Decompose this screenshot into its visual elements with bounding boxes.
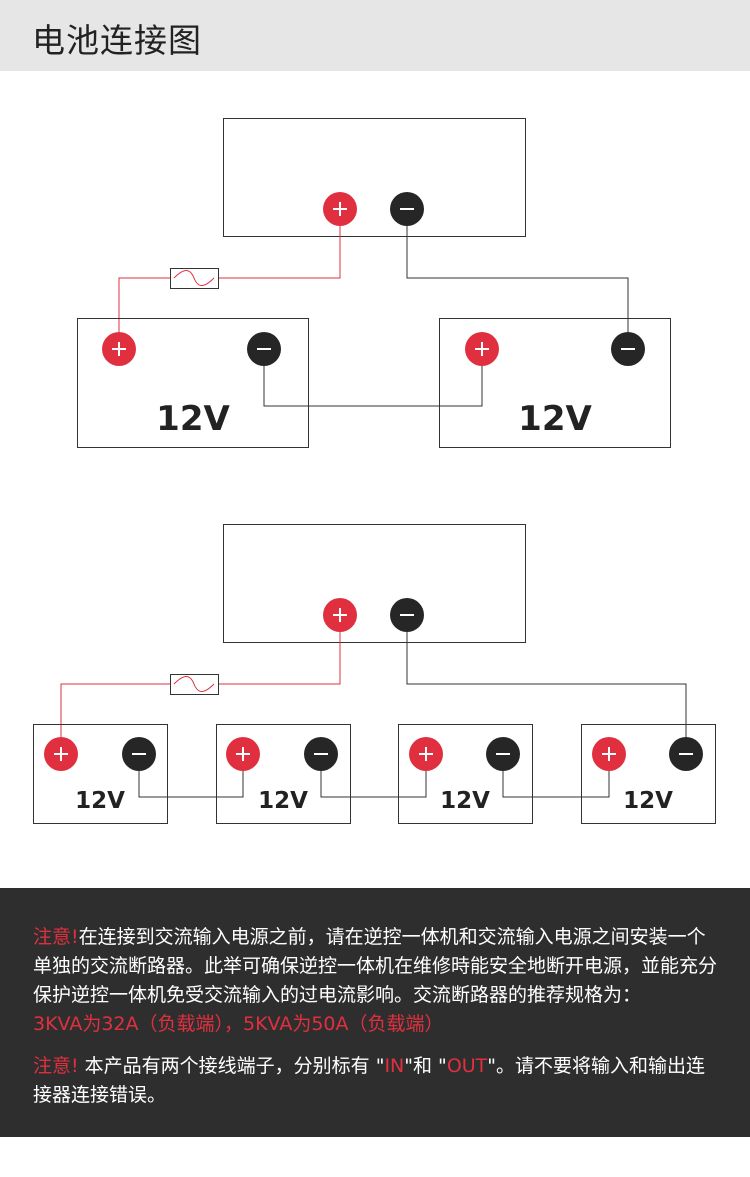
battery-label: 12V: [258, 788, 308, 814]
fuse-wave: [173, 270, 215, 286]
negative-terminal-icon: [669, 737, 703, 771]
note-prefix: 注意!: [33, 1055, 79, 1077]
battery-label: 12V: [518, 399, 592, 439]
positive-terminal-icon: [323, 598, 357, 632]
note-prefix: 注意!: [33, 926, 79, 948]
battery-label: 12V: [623, 788, 673, 814]
negative-terminal-icon: [390, 598, 424, 632]
note-breaker: 注意!在连接到交流输入电源之前，请在逆控一体机和交流输入电源之间安装一个单独的交…: [33, 923, 723, 1039]
inverter-box: [223, 524, 526, 643]
series-link-wire: [263, 349, 483, 407]
positive-terminal-icon: [323, 192, 357, 226]
negative-terminal-icon: [247, 332, 281, 366]
note-body: 在连接到交流输入电源之前，请在逆控一体机和交流输入电源之间安装一个单独的交流断路…: [33, 926, 718, 1006]
out-label: OUT: [446, 1055, 488, 1077]
note-text: "。请不要将输入和输出连接器连接错误。: [33, 1055, 706, 1106]
positive-terminal-icon: [102, 332, 136, 366]
fuse-wave: [173, 676, 215, 692]
positive-terminal-icon: [409, 737, 443, 771]
positive-terminal-icon: [592, 737, 626, 771]
battery-label: 12V: [156, 399, 230, 439]
page-title: 电池连接图: [32, 21, 202, 60]
note-text: "和 ": [404, 1055, 447, 1077]
battery-label: 12V: [440, 788, 490, 814]
positive-wire: [60, 683, 170, 754]
battery-label: 12V: [75, 788, 125, 814]
positive-wire: [218, 209, 341, 279]
positive-terminal-icon: [465, 332, 499, 366]
negative-wire: [406, 615, 687, 754]
positive-terminal-icon: [226, 737, 260, 771]
battery-box: [439, 318, 671, 448]
negative-terminal-icon: [304, 737, 338, 771]
note-terminals: 注意! 本产品有两个接线端子，分别标有 "IN"和 "OUT"。请不要将输入和输…: [33, 1052, 723, 1110]
negative-terminal-icon: [122, 737, 156, 771]
negative-terminal-icon: [486, 737, 520, 771]
positive-wire: [218, 615, 341, 685]
battery-connection-diagrams: 12V 12V: [33, 118, 716, 824]
positive-wire: [118, 277, 170, 349]
negative-terminal-icon: [390, 192, 424, 226]
negative-wire: [406, 209, 629, 349]
battery-box: [216, 724, 351, 824]
battery-box: [581, 724, 716, 824]
battery-box: [398, 724, 533, 824]
diagram-1: 12V 12V: [77, 118, 671, 448]
negative-terminal-icon: [611, 332, 645, 366]
series-link-wire: [502, 754, 610, 798]
header-bar: 电池连接图: [0, 0, 750, 71]
diagram-2: 12V 12V 12V 12V: [33, 524, 716, 824]
battery-box: [33, 724, 168, 824]
notes-panel: 注意!在连接到交流输入电源之前，请在逆控一体机和交流输入电源之间安装一个单独的交…: [0, 888, 750, 1137]
inverter-box: [223, 118, 526, 237]
positive-terminal-icon: [44, 737, 78, 771]
note-spec: 3KVA为32A（负载端），5KVA为50A（负载端）: [33, 1013, 444, 1035]
in-label: IN: [384, 1055, 405, 1077]
battery-box: [77, 318, 309, 448]
note-text: 本产品有两个接线端子，分别标有 ": [78, 1055, 385, 1077]
series-link-wire: [138, 754, 244, 798]
series-link-wire: [320, 754, 427, 798]
